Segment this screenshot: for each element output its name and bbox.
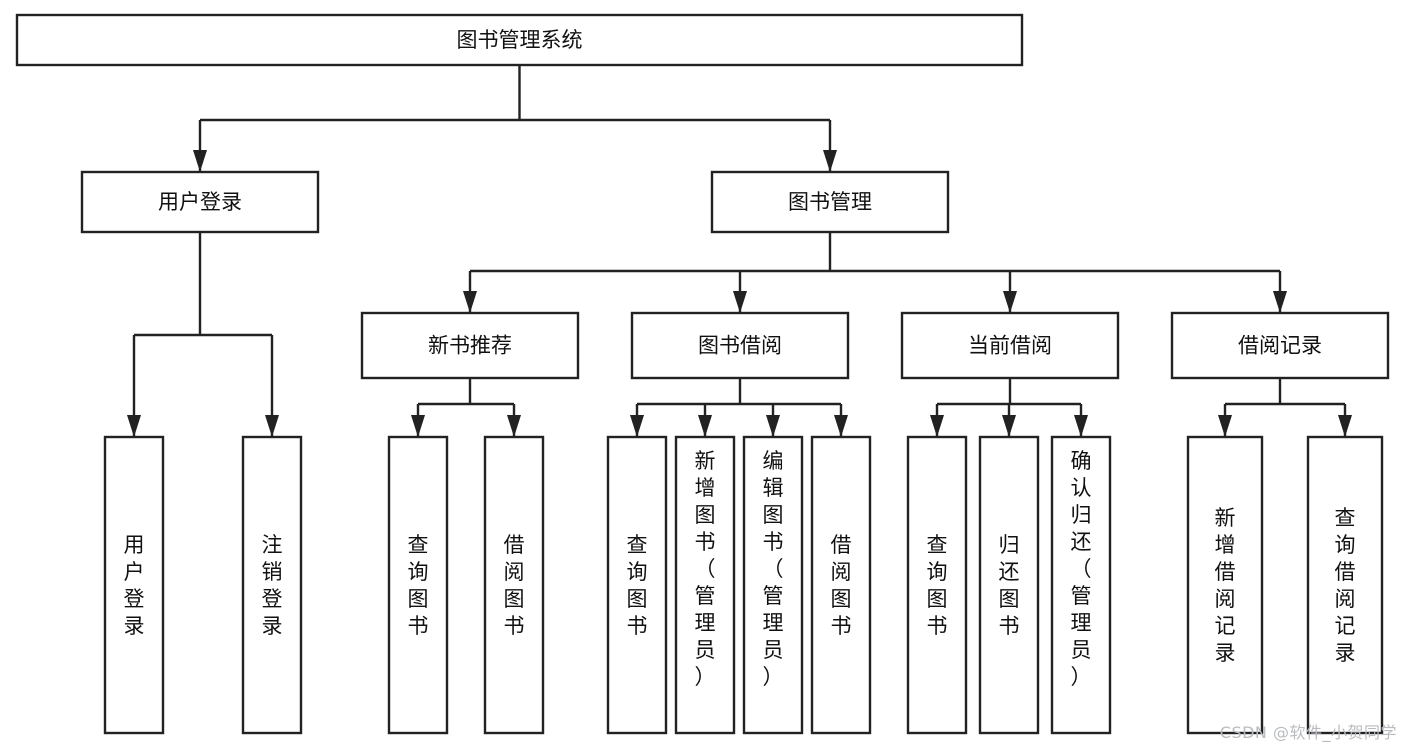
leaf-node-2-0-label: 查询图书 <box>627 533 648 638</box>
root-node-box[interactable] <box>15 13 1024 67</box>
bookmgmt-to-level2-arrow-0 <box>463 291 477 313</box>
level2-node-0-label: 新书推荐 <box>428 334 512 358</box>
level2-0-to-leaves-arrow-1 <box>507 415 521 437</box>
bookmgmt-to-level2-arrow-1 <box>733 291 747 313</box>
level2-node-1-label: 图书借阅 <box>698 334 782 358</box>
leaf-node-1-0-label: 查询图书 <box>408 533 429 638</box>
root-to-level1-arrow-0 <box>193 150 207 172</box>
bookmgmt-to-level2-arrow-3 <box>1273 291 1287 313</box>
level2-3-to-leaves-arrow-1 <box>1338 415 1352 437</box>
level2-node-3-box[interactable] <box>1170 311 1390 380</box>
level2-node-0-box[interactable] <box>360 311 580 380</box>
level2-0-to-leaves-arrow-0 <box>411 415 425 437</box>
userlogin-to-leaves-arrow-0 <box>127 415 141 437</box>
level2-2-to-leaves-arrow-0 <box>930 415 944 437</box>
level1-node-0-label: 用户登录 <box>158 190 242 214</box>
level1-node-1-box[interactable] <box>710 170 950 234</box>
leaf-node-2-3-box[interactable] <box>810 435 872 735</box>
leaf-node-1-1-box[interactable] <box>483 435 545 735</box>
level2-2-to-leaves-arrow-2 <box>1074 415 1088 437</box>
leaf-node-3-0-box[interactable] <box>906 435 968 735</box>
leaf-node-4-1-box[interactable] <box>1306 435 1384 735</box>
bookmgmt-to-level2-arrow-2 <box>1003 291 1017 313</box>
level2-node-2-box[interactable] <box>900 311 1120 380</box>
leaf-node-4-0-label: 新增借阅记录 <box>1215 506 1236 665</box>
leaf-node-4-1-label: 查询借阅记录 <box>1335 506 1356 665</box>
boxes-layer: 图书管理系统用户登录图书管理新书推荐图书借阅当前借阅借阅记录用户登录注销登录查询… <box>15 13 1390 735</box>
level2-1-to-leaves-arrow-2 <box>766 415 780 437</box>
level1-node-1-label: 图书管理 <box>788 190 872 214</box>
leaf-node-4-0-box[interactable] <box>1186 435 1264 735</box>
leaf-node-2-1-box[interactable] <box>674 435 736 735</box>
connectors-layer <box>127 65 1352 437</box>
leaf-node-0-1-box[interactable] <box>241 435 303 735</box>
leaf-node-2-2-label: 编辑图书（管理员） <box>763 449 784 689</box>
leaf-node-3-2-label: 确认归还（管理员） <box>1071 449 1092 689</box>
leaf-node-3-1-box[interactable] <box>978 435 1040 735</box>
leaf-node-3-1-label: 归还图书 <box>999 533 1020 638</box>
leaf-node-3-2-box[interactable] <box>1050 435 1112 735</box>
leaf-node-2-2-box[interactable] <box>742 435 804 735</box>
leaf-node-2-0-box[interactable] <box>606 435 668 735</box>
level2-node-3-label: 借阅记录 <box>1238 334 1322 358</box>
leaf-node-0-1-label: 注销登录 <box>262 533 283 638</box>
level1-node-0-box[interactable] <box>80 170 320 234</box>
level2-2-to-leaves-arrow-1 <box>1002 415 1016 437</box>
level2-3-to-leaves-arrow-0 <box>1218 415 1232 437</box>
leaf-node-2-1-label: 新增图书（管理员） <box>695 449 716 689</box>
level2-1-to-leaves-arrow-1 <box>698 415 712 437</box>
root-node-label: 图书管理系统 <box>457 28 583 52</box>
leaf-node-0-0-box[interactable] <box>103 435 165 735</box>
leaf-node-1-0-box[interactable] <box>387 435 449 735</box>
leaf-node-0-0-label: 用户登录 <box>124 533 145 638</box>
level2-1-to-leaves-arrow-3 <box>834 415 848 437</box>
leaf-node-3-0-label: 查询图书 <box>927 533 948 638</box>
leaf-node-1-1-label: 借阅图书 <box>504 533 525 638</box>
watermark-label: CSDN @软件_小贺同学 <box>1219 723 1397 742</box>
root-to-level1-arrow-1 <box>823 150 837 172</box>
userlogin-to-leaves-arrow-1 <box>265 415 279 437</box>
level2-node-2-label: 当前借阅 <box>968 334 1052 358</box>
leaf-node-2-3-label: 借阅图书 <box>831 533 852 638</box>
level2-node-1-box[interactable] <box>630 311 850 380</box>
level2-1-to-leaves-arrow-0 <box>630 415 644 437</box>
